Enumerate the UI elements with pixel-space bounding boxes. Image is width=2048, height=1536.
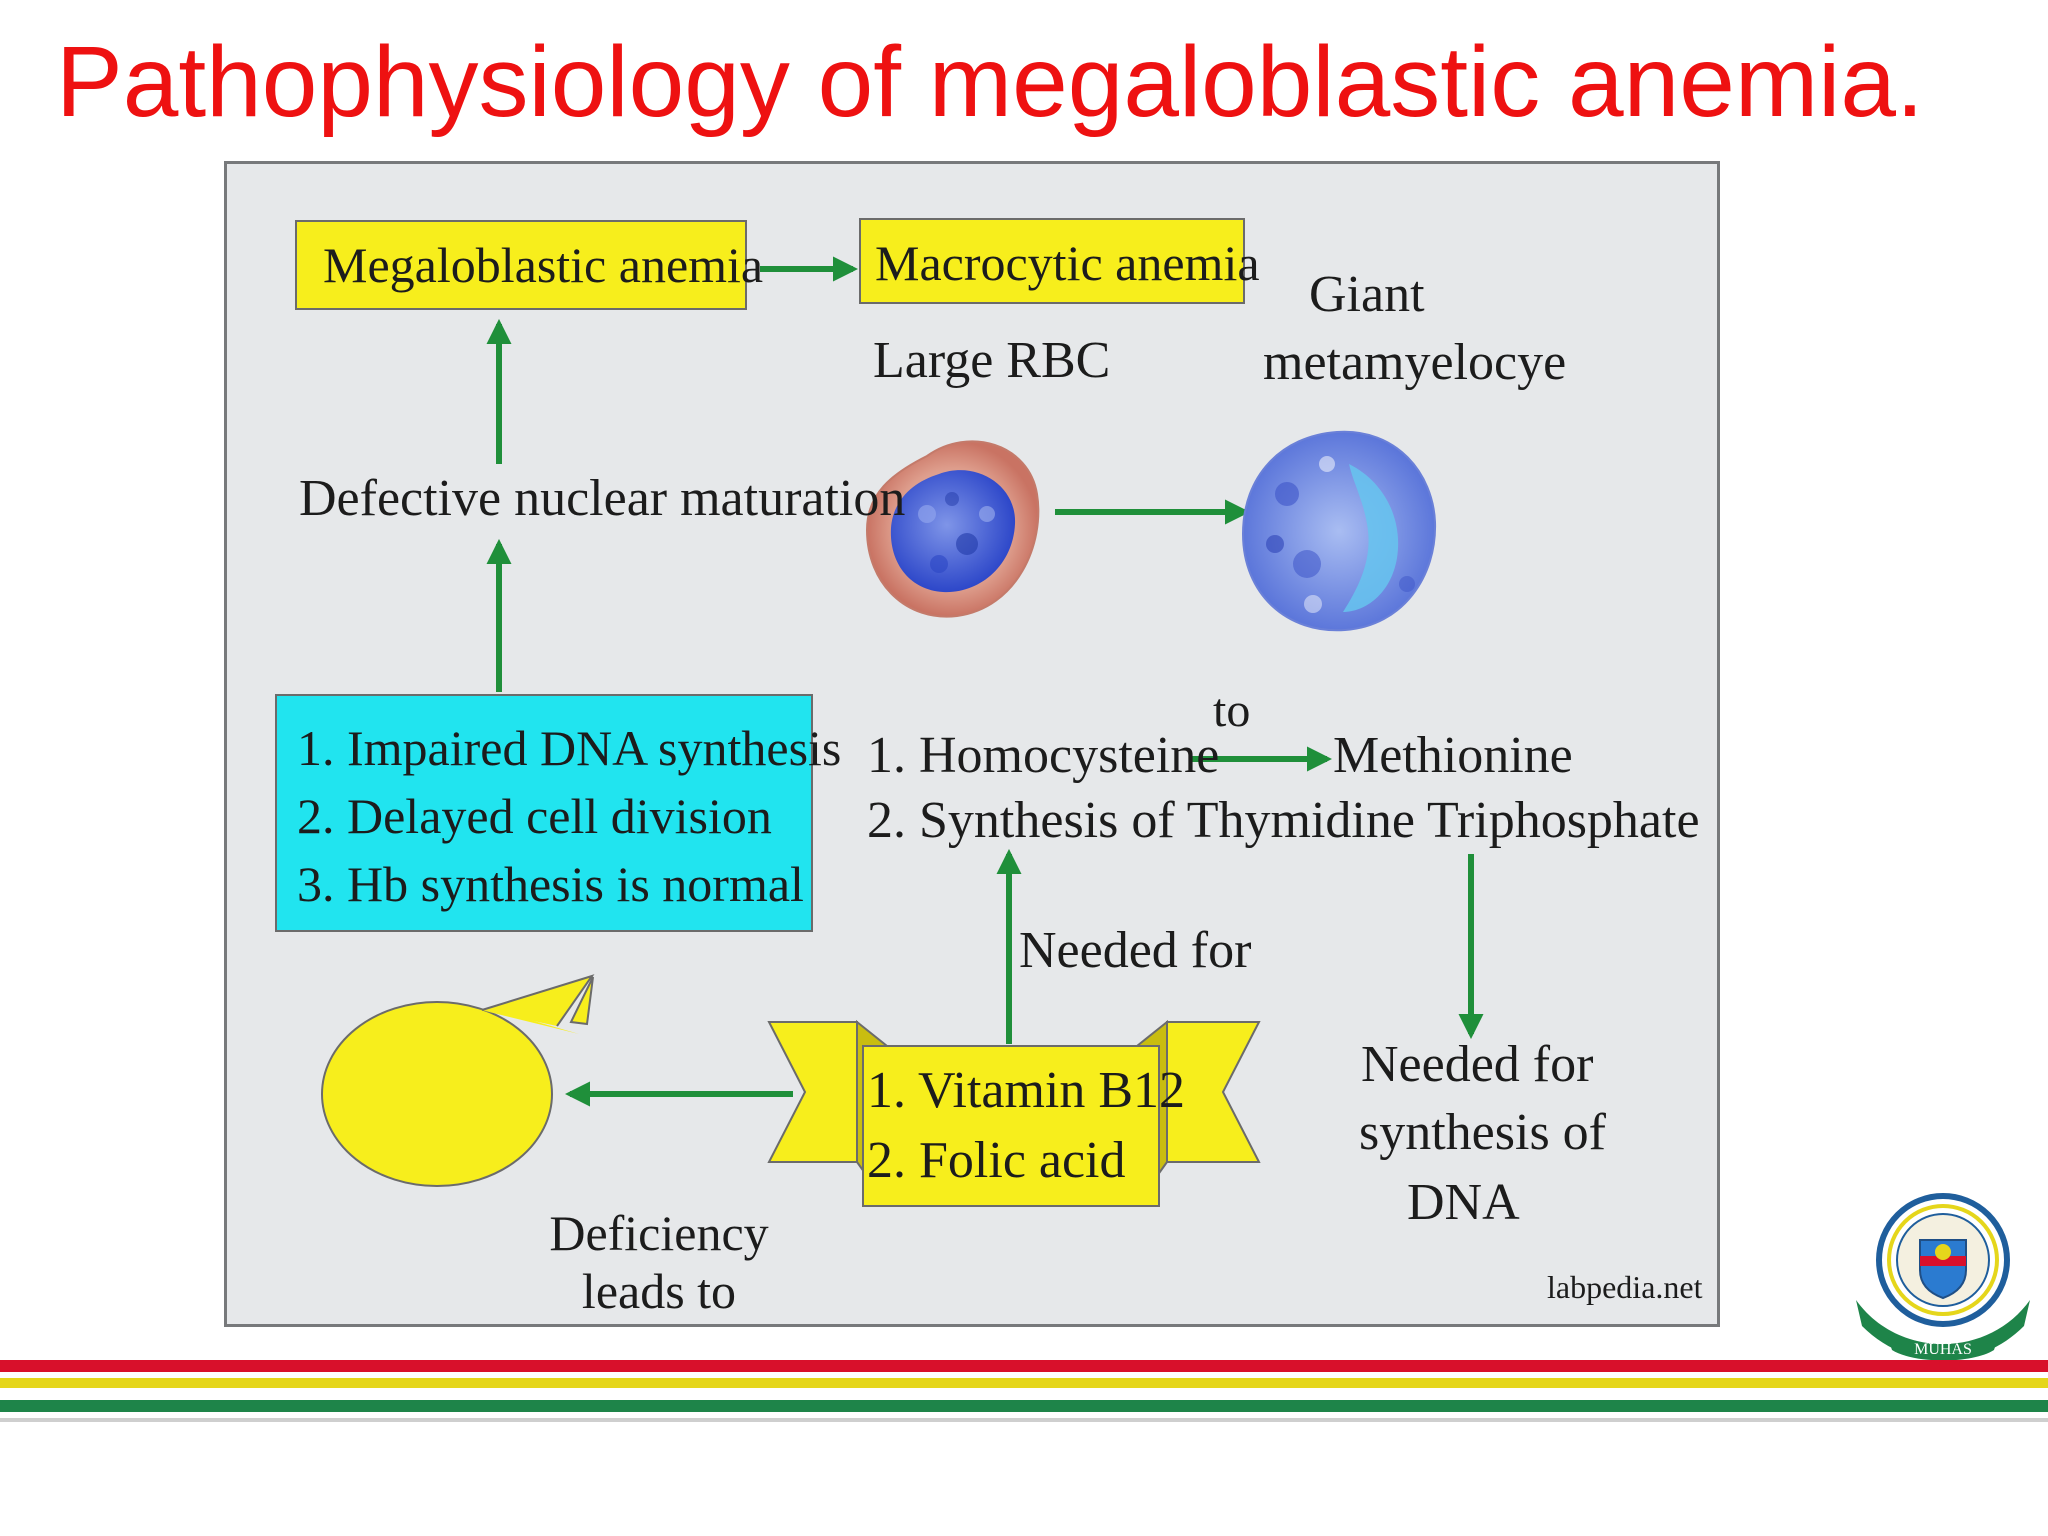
giant-label-line1: Giant (1309, 266, 1425, 323)
vitamin-item: 2. Folic acid (867, 1132, 1126, 1189)
stripe-green (0, 1400, 2048, 1412)
effects-box: 1. Impaired DNA synthesis 2. Delayed cel… (275, 694, 842, 932)
needed-for-label: Needed for (1019, 922, 1252, 979)
effect-item: 2. Delayed cell division (297, 788, 772, 844)
defective-maturation-label: Defective nuclear maturation (299, 470, 906, 527)
dna-label-line3: DNA (1407, 1174, 1520, 1231)
large-rbc-cell (865, 440, 1040, 618)
vitamins-list: 1. Vitamin B12 2. Folic acid (867, 1056, 1185, 1196)
giant-label-line2: metamyelocye (1263, 334, 1567, 391)
effect-item: 3. Hb synthesis is normal (297, 856, 804, 912)
vitamins-banner (767, 1019, 1261, 1208)
dna-label-line1: Needed for (1361, 1036, 1594, 1093)
dna-label-line2: synthesis of (1359, 1104, 1606, 1161)
diagram-panel: Megaloblastic anemia Macrocytic anemia L… (224, 161, 1720, 1327)
giant-metamyelocyte-cell (1241, 430, 1437, 632)
pathway-to-label: to (1213, 684, 1251, 737)
slide-title: Pathophysiology of megaloblastic anemia. (56, 26, 1924, 138)
diagram-graphics (321, 256, 1484, 1208)
homocysteine-label: 1. Homocysteine (867, 727, 1220, 784)
muhas-logo: MUHAS (1856, 1193, 2030, 1361)
logo-text: MUHAS (1914, 1341, 1972, 1358)
methionine-label: Methionine (1333, 727, 1573, 784)
effect-item: 1. Impaired DNA synthesis (297, 720, 842, 776)
large-rbc-label: Large RBC (873, 332, 1111, 389)
stripe-red (0, 1360, 2048, 1372)
deficiency-bubble-text: Deficiency leads to (543, 1204, 775, 1320)
vitamin-item: 1. Vitamin B12 (867, 1062, 1186, 1119)
thymidine-label: 2. Synthesis of Thymidine Triphosphate (867, 792, 1700, 849)
megaloblastic-anemia-box: Megaloblastic anemia (295, 220, 763, 310)
stripe-grey (0, 1418, 2048, 1422)
deficiency-line: Deficiency (549, 1205, 769, 1261)
stripe-yellow (0, 1378, 2048, 1388)
deficiency-line: leads to (581, 1263, 737, 1319)
macrocytic-anemia-box: Macrocytic anemia (859, 218, 1260, 304)
deficiency-bubble (321, 974, 595, 1187)
source-credit: labpedia.net (1547, 1269, 1703, 1305)
